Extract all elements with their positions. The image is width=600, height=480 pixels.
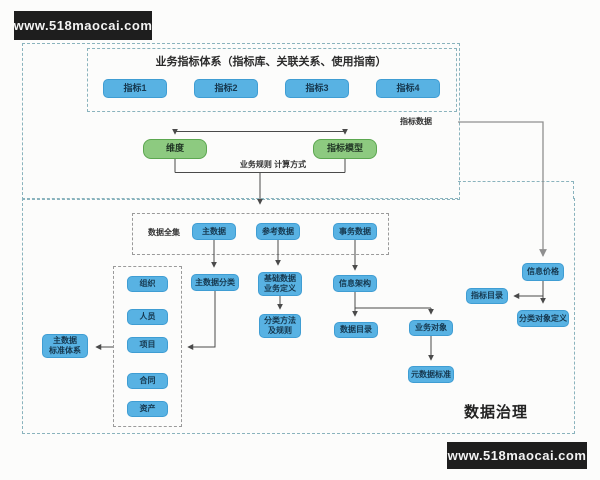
data-governance-box bbox=[22, 198, 575, 434]
data-governance-box-top-edge bbox=[22, 198, 458, 199]
node-entity-project: 项目 bbox=[127, 337, 168, 353]
governance-label: 数据治理 bbox=[464, 404, 529, 421]
dataset-box bbox=[132, 213, 389, 255]
indicator-system-inner-box bbox=[87, 48, 457, 112]
node-master-data: 主数据 bbox=[192, 223, 236, 240]
node-indicator-1: 指标1 bbox=[103, 79, 167, 98]
node-classification-object-definition: 分类对象定义 bbox=[517, 310, 569, 327]
node-entity-personnel: 人员 bbox=[127, 309, 168, 325]
node-classification-method-rules: 分类方法 及规则 bbox=[259, 314, 301, 338]
node-master-data-classification: 主数据分类 bbox=[191, 274, 239, 291]
node-entity-asset: 资产 bbox=[127, 401, 168, 417]
node-basic-data-business-definition: 基础数据 业务定义 bbox=[258, 272, 302, 296]
rules-label: 业务规则 计算方式 bbox=[239, 160, 307, 169]
node-indicator-2: 指标2 bbox=[194, 79, 258, 98]
watermark-bottom: www.518maocai.com bbox=[447, 442, 587, 469]
node-indicator-catalog: 指标目录 bbox=[466, 288, 508, 304]
indicator-data-label: 指标数据 bbox=[400, 117, 432, 126]
node-entity-organization: 组织 bbox=[127, 276, 168, 292]
indicator-system-title: 业务指标体系（指标库、关联关系、使用指南） bbox=[155, 56, 387, 68]
watermark-top: www.518maocai.com bbox=[14, 11, 152, 40]
node-entity-contract: 合同 bbox=[127, 373, 168, 389]
node-metadata-standard: 元数据标准 bbox=[408, 366, 454, 383]
node-information-architecture: 信息架构 bbox=[333, 275, 377, 292]
node-indicator-model: 指标模型 bbox=[313, 139, 377, 159]
node-indicator-3: 指标3 bbox=[285, 79, 349, 98]
node-information-price: 信息价格 bbox=[522, 263, 564, 281]
master-entities-box bbox=[113, 266, 182, 427]
node-indicator-4: 指标4 bbox=[376, 79, 440, 98]
node-master-data-standard-system: 主数据 标准体系 bbox=[42, 334, 88, 358]
node-dimension: 维度 bbox=[143, 139, 207, 159]
node-transaction-data: 事务数据 bbox=[333, 223, 377, 240]
node-data-catalog: 数据目录 bbox=[334, 322, 378, 338]
data-governance-box-step-edge bbox=[458, 181, 574, 199]
dataset-label: 数据全集 bbox=[148, 228, 180, 237]
node-reference-data: 参考数据 bbox=[256, 223, 300, 240]
node-business-object: 业务对象 bbox=[409, 320, 453, 336]
